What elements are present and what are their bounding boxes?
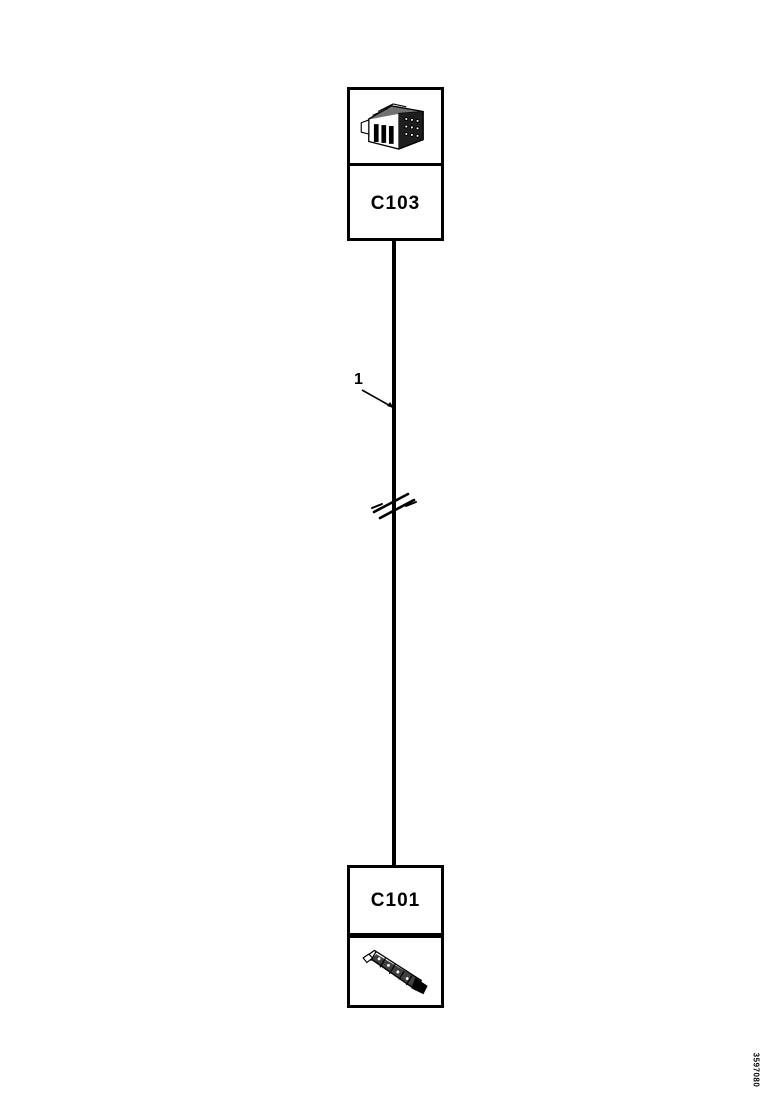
drawing-id-text: 3597080 <box>751 1052 761 1088</box>
connector-name-top: C103 <box>370 193 421 214</box>
connector-image-cell-top <box>350 90 441 166</box>
connector-label-cell-top: C103 <box>350 166 441 241</box>
connector-label-cell-bottom: C101 <box>350 868 441 936</box>
multi-pin-rectangular-connector-icon <box>360 103 424 150</box>
callout-leader-line <box>361 389 395 409</box>
wire-line <box>392 238 396 868</box>
connector-block-top[interactable]: C103 <box>347 87 444 241</box>
wire-break-symbol-icon <box>371 492 417 520</box>
connector-image-cell-bottom <box>350 936 441 1005</box>
wire-number-callout: 1 <box>340 372 410 418</box>
drawing-id-stamp: 3597080 <box>744 1042 768 1098</box>
inline-terminal-connector-icon <box>362 949 428 995</box>
wire-number-label: 1 <box>354 371 363 388</box>
connector-name-bottom: C101 <box>370 890 421 911</box>
connector-block-bottom[interactable]: C101 <box>347 865 444 1008</box>
